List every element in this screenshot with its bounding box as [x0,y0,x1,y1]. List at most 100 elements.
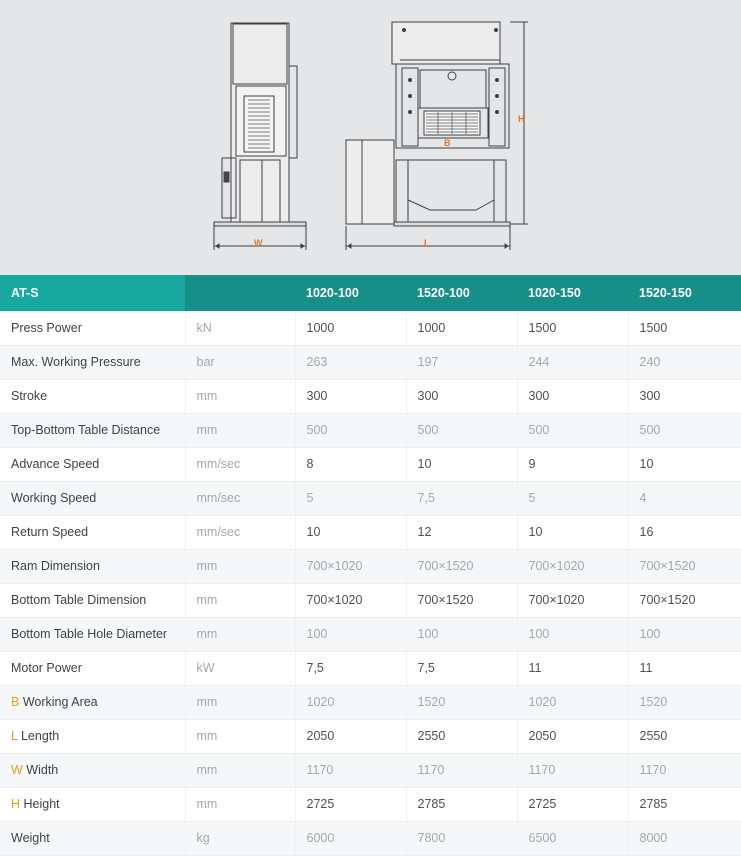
unit-cell: mm [184,617,295,652]
unit-cell: mm [184,413,295,448]
value-cell: 8000 [627,821,741,856]
value-cell: 7,5 [405,651,517,686]
value-cell: 300 [405,379,517,414]
value-cell: 10 [294,515,406,550]
value-cell: 700×1520 [405,549,517,584]
value-cell: 2050 [516,719,628,754]
param-cell: Bottom Table Dimension [0,583,185,618]
value-cell: 500 [516,413,628,448]
value-cell: 1000 [405,311,517,346]
value-cell: 2785 [405,787,517,822]
param-label: Max. Working Pressure [11,355,141,369]
dimension-letter: B [11,695,20,709]
header-model-3: 1020-150 [517,275,628,311]
unit-cell: kN [184,311,295,346]
value-cell: 700×1020 [516,583,628,618]
value-cell: 1500 [627,311,741,346]
value-cell: 2785 [627,787,741,822]
value-cell: 300 [516,379,628,414]
value-cell: 100 [627,617,741,652]
value-cell: 240 [627,345,741,380]
value-cell: 4 [627,481,741,516]
dimension-letter: H [11,797,21,811]
value-cell: 244 [516,345,628,380]
param-label: Working Area [22,695,98,709]
param-cell: H Height [0,787,185,822]
unit-cell: kW [184,651,295,686]
param-cell: L Length [0,719,185,754]
param-label: Weight [11,831,50,845]
header-model-1: 1020-100 [295,275,406,311]
value-cell: 700×1520 [405,583,517,618]
unit-cell: mm [184,379,295,414]
header-series: AT-S [0,275,185,311]
value-cell: 8 [294,447,406,482]
value-cell: 700×1020 [294,549,406,584]
value-cell: 1000 [294,311,406,346]
unit-cell: mm [184,549,295,584]
value-cell: 9 [516,447,628,482]
value-cell: 10 [405,447,517,482]
value-cell: 1170 [294,753,406,788]
dimension-letter: L [11,729,18,743]
value-cell: 2725 [516,787,628,822]
dimension-label-h: H [518,114,525,124]
unit-cell: mm [184,787,295,822]
value-cell: 1520 [627,685,741,720]
value-cell: 1170 [627,753,741,788]
param-cell: Bottom Table Hole Diameter [0,617,185,652]
value-cell: 1170 [516,753,628,788]
unit-cell: mm [184,753,295,788]
param-cell: Return Speed [0,515,185,550]
value-cell: 500 [405,413,517,448]
param-label: Bottom Table Dimension [11,593,147,607]
dimension-label-w: W [254,238,263,248]
table-header-row: AT-S 1020-100 1520-100 1020-150 1520-150 [0,275,741,311]
param-label: Length [20,729,60,743]
value-cell: 500 [294,413,406,448]
param-label: Motor Power [11,661,82,675]
value-cell: 2725 [294,787,406,822]
unit-cell: mm/sec [184,447,295,482]
param-label: Top-Bottom Table Distance [11,423,161,437]
unit-cell: mm [184,685,295,720]
value-cell: 700×1520 [627,549,741,584]
param-cell: B Working Area [0,685,185,720]
value-cell: 2550 [405,719,517,754]
param-label: Working Speed [11,491,97,505]
value-cell: 1170 [405,753,517,788]
value-cell: 16 [627,515,741,550]
param-cell: Weight [0,821,185,856]
unit-cell: mm/sec [184,481,295,516]
param-cell: Motor Power [0,651,185,686]
technical-drawing-area: W L H B [0,0,741,275]
value-cell: 7,5 [294,651,406,686]
value-cell: 11 [627,651,741,686]
value-cell: 700×1520 [627,583,741,618]
param-label: Width [26,763,59,777]
unit-cell: mm/sec [184,515,295,550]
param-cell: Top-Bottom Table Distance [0,413,185,448]
unit-cell: bar [184,345,295,380]
param-label: Stroke [11,389,48,403]
value-cell: 100 [294,617,406,652]
param-cell: Working Speed [0,481,185,516]
value-cell: 2050 [294,719,406,754]
dimension-label-l: L [424,238,430,248]
value-cell: 100 [405,617,517,652]
param-label: Ram Dimension [11,559,100,573]
value-cell: 700×1020 [516,549,628,584]
value-cell: 10 [627,447,741,482]
